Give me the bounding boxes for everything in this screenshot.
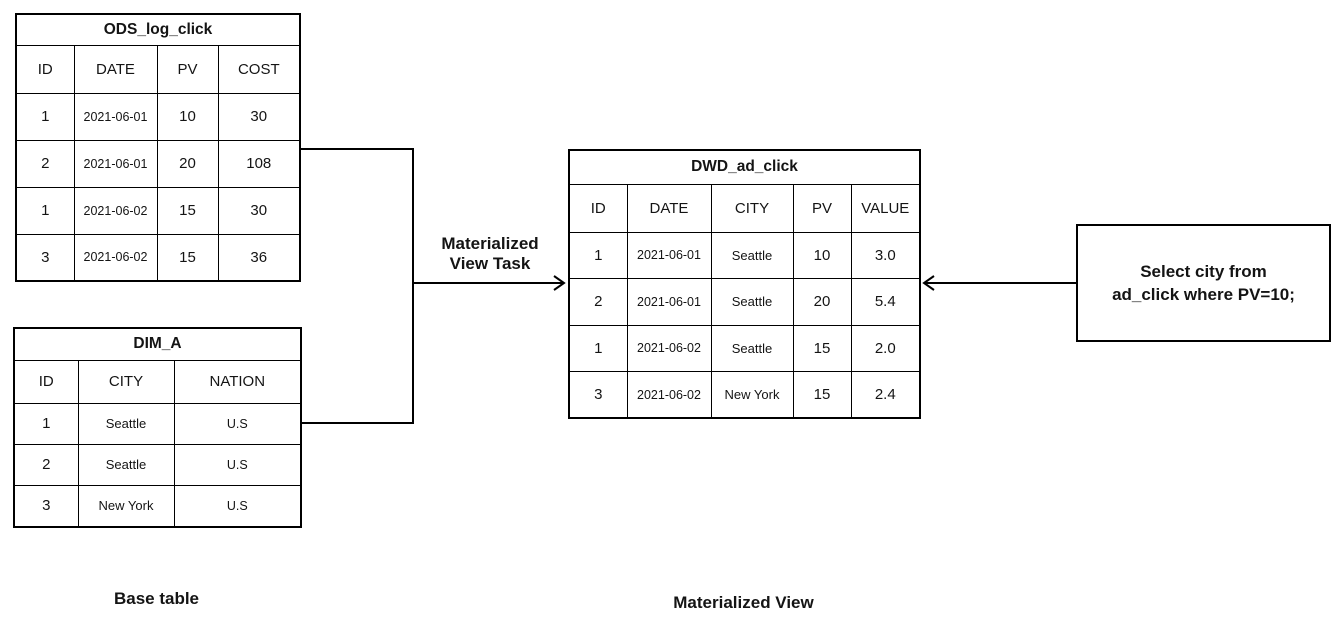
table-row: 2 2021-06-01 Seattle 20 5.4 — [568, 278, 921, 326]
column-header: ID — [13, 359, 79, 404]
table-cell: 36 — [217, 233, 301, 282]
table-cell: 10 — [792, 231, 852, 279]
table-cell: U.S — [173, 485, 302, 528]
arrowhead-right-icon — [553, 275, 566, 291]
table-cell: 15 — [792, 371, 852, 419]
table-row: 2 2021-06-01 20 108 — [15, 139, 301, 188]
table-row: ID DATE CITY PV VALUE — [568, 183, 921, 233]
table-row: 3 2021-06-02 New York 15 2.4 — [568, 371, 921, 419]
column-header: VALUE — [850, 183, 921, 233]
table-cell: 15 — [792, 324, 852, 372]
table-cell: 3 — [13, 485, 79, 528]
table-row: 2 Seattle U.S — [13, 443, 302, 487]
task-label-line: View Task — [449, 254, 531, 273]
table-cell: 3 — [15, 233, 75, 282]
table-cell: 15 — [156, 186, 219, 235]
table-cell: 1 — [568, 324, 628, 372]
table-row: DIM_A — [13, 327, 302, 361]
table-row: 1 2021-06-01 Seattle 10 3.0 — [568, 231, 921, 279]
table-cell: 3 — [568, 371, 628, 419]
table-row: DWD_ad_click — [568, 149, 921, 185]
table-row: ID DATE PV COST — [15, 44, 301, 94]
column-header: ID — [568, 183, 628, 233]
table-cell: 2021-06-01 — [626, 278, 712, 326]
table-cell: 1 — [15, 92, 75, 141]
arrowhead-left-icon — [922, 275, 935, 291]
column-header: PV — [792, 183, 852, 233]
query-text-line: ad_click where PV=10; — [1112, 285, 1295, 304]
table-cell: Seattle — [77, 402, 175, 445]
column-header: CITY — [710, 183, 794, 233]
table-cell: 108 — [217, 139, 301, 188]
query-text-line: Select city from — [1140, 262, 1267, 281]
table-row: 1 2021-06-02 Seattle 15 2.0 — [568, 324, 921, 372]
table-cell: 1 — [15, 186, 75, 235]
table-cell: 10 — [156, 92, 219, 141]
table-cell: 20 — [156, 139, 219, 188]
table-cell: 2 — [13, 443, 79, 487]
table-cell: New York — [710, 371, 794, 419]
table-row: 3 New York U.S — [13, 485, 302, 528]
table-cell: 2021-06-01 — [73, 139, 158, 188]
task-label-line: Materialized — [441, 234, 539, 253]
table-cell: 30 — [217, 186, 301, 235]
column-header: DATE — [73, 44, 158, 94]
materialized-view-caption: Materialized View — [673, 593, 814, 612]
table-cell: 15 — [156, 233, 219, 282]
table-cell: 2021-06-02 — [73, 186, 158, 235]
table-cell: 2.4 — [850, 371, 921, 419]
column-header: DATE — [626, 183, 712, 233]
table-row: ODS_log_click — [15, 13, 301, 46]
table-row: 1 2021-06-02 15 30 — [15, 186, 301, 235]
column-header: ID — [15, 44, 75, 94]
table-row: ID CITY NATION — [13, 359, 302, 404]
table-cell: 1 — [13, 402, 79, 445]
table-cell: U.S — [173, 402, 302, 445]
table-row: 1 Seattle U.S — [13, 402, 302, 445]
dwd-ad-click-table: DWD_ad_click ID DATE CITY PV VALUE 1 202… — [568, 149, 921, 419]
table-cell: 1 — [568, 231, 628, 279]
column-header: PV — [156, 44, 219, 94]
table-cell: 2021-06-02 — [626, 371, 712, 419]
base-table-caption: Base table — [113, 589, 200, 608]
table-cell: 2021-06-02 — [626, 324, 712, 372]
table-cell: 2021-06-02 — [73, 233, 158, 282]
dim-a-table: DIM_A ID CITY NATION 1 Seattle U.S 2 Sea… — [13, 327, 303, 528]
column-header: NATION — [173, 359, 302, 404]
table-cell: Seattle — [77, 443, 175, 487]
ods-log-click-table: ODS_log_click ID DATE PV COST 1 2021-06-… — [15, 13, 302, 282]
table-cell: 2021-06-01 — [626, 231, 712, 279]
table-cell: Seattle — [710, 231, 794, 279]
table-row: 3 2021-06-02 15 36 — [15, 233, 301, 282]
table-cell: Seattle — [710, 278, 794, 326]
table-cell: 20 — [792, 278, 852, 326]
table-cell: 2021-06-01 — [73, 92, 158, 141]
table-row: 1 2021-06-01 10 30 — [15, 92, 301, 141]
query-box: Select city from ad_click where PV=10; — [1076, 224, 1331, 342]
table-cell: 5.4 — [850, 278, 921, 326]
table-cell: U.S — [173, 443, 302, 487]
materialized-view-task-label: Materialized View Task — [415, 234, 565, 274]
table-cell: New York — [77, 485, 175, 528]
table-cell: 2.0 — [850, 324, 921, 372]
table-cell: 2 — [15, 139, 75, 188]
table-cell: 30 — [217, 92, 301, 141]
table-cell: 2 — [568, 278, 628, 326]
table-cell: Seattle — [710, 324, 794, 372]
table-cell: 3.0 — [850, 231, 921, 279]
table-title: ODS_log_click — [15, 13, 301, 46]
column-header: COST — [217, 44, 301, 94]
table-title: DWD_ad_click — [568, 149, 921, 185]
column-header: CITY — [77, 359, 175, 404]
table-title: DIM_A — [13, 327, 302, 361]
